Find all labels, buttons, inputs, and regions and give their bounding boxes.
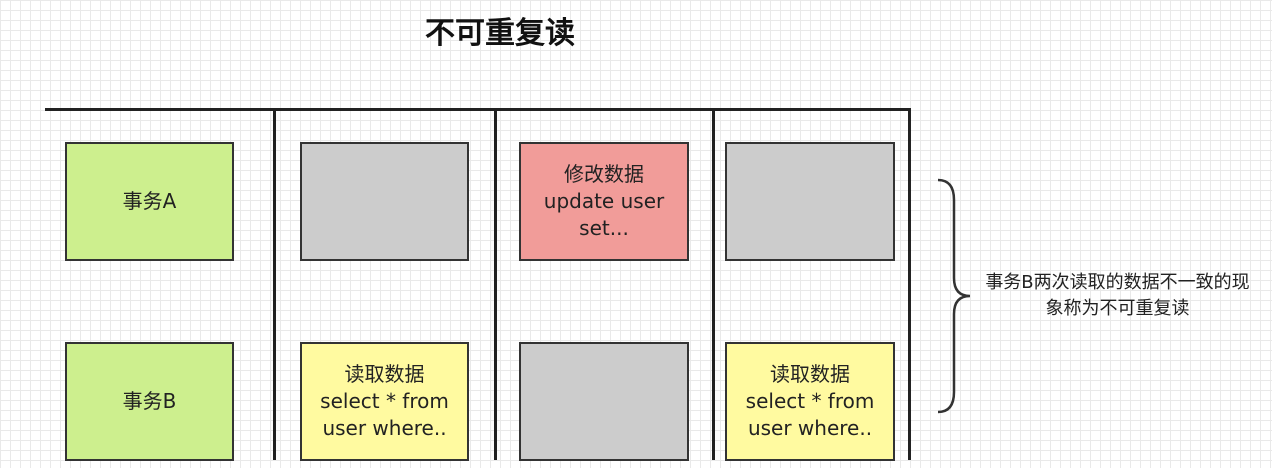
timeline-top-rule [45,108,911,111]
diagram-title: 不可重复读 [425,16,575,51]
transaction-b-step-2 [519,342,689,461]
column-divider-1 [273,108,276,460]
transaction-a-update-step: 修改数据 update user set... [519,142,689,261]
brace-annotation: 事务B两次读取的数据不一致的现象称为不可重复读 [985,272,1250,319]
read-step-text: 读取数据 select * from user where.. [320,362,449,440]
transaction-b-first-read-step: 读取数据 select * from user where.. [300,342,469,461]
update-step-text: 修改数据 update user set... [543,162,665,240]
transaction-a-label: 事务A [122,189,177,213]
transaction-b-label: 事务B [122,389,177,413]
transaction-a-step-3 [725,142,895,261]
transaction-b-box: 事务B [65,342,234,461]
curly-brace [937,178,970,414]
read-step-text: 读取数据 select * from user where.. [745,362,875,440]
column-divider-4 [908,108,911,460]
transaction-a-box: 事务A [65,142,234,261]
column-divider-3 [712,108,715,460]
column-divider-2 [494,108,497,460]
transaction-b-second-read-step: 读取数据 select * from user where.. [725,342,895,461]
transaction-a-step-1 [300,142,469,261]
